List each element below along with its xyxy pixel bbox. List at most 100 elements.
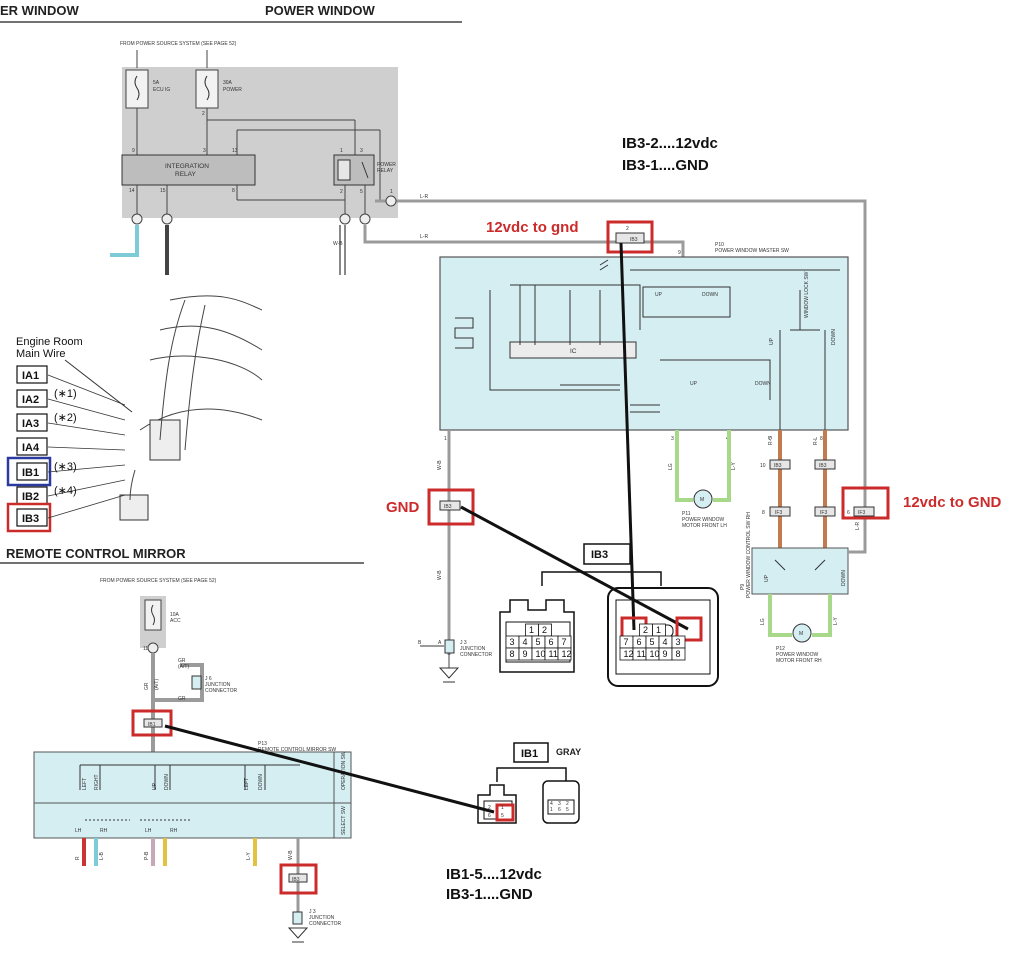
- svg-text:8: 8: [820, 436, 823, 442]
- svg-text:DOWN: DOWN: [755, 381, 771, 387]
- header-left: ER WINDOW: [0, 3, 79, 18]
- ib3-right-pin: 5: [650, 637, 655, 647]
- svg-text:J 3: J 3: [460, 640, 467, 646]
- motor-front-rh: M LG L-Y P12 POWER WINDOW MOTOR FRONT RH: [760, 594, 839, 664]
- svg-text:5A: 5A: [153, 80, 160, 86]
- svg-text:L-R: L-R: [420, 234, 428, 240]
- ib1-pin-a: 5: [501, 813, 504, 819]
- svg-text:13: 13: [232, 148, 238, 154]
- svg-text:UP: UP: [769, 337, 775, 345]
- svg-text:L-R: L-R: [855, 522, 861, 530]
- connector-label-ib1: IB1: [22, 467, 39, 479]
- pointer-gnd-to-connector: [460, 505, 689, 631]
- connector-label-ia3: IA3: [22, 418, 39, 430]
- svg-text:LH: LH: [145, 828, 152, 834]
- header-remote-mirror: REMOTE CONTROL MIRROR: [6, 546, 186, 561]
- ib1-pin-b: 2: [566, 801, 569, 807]
- svg-text:OPERATION SW: OPERATION SW: [341, 751, 347, 790]
- svg-text:W-B: W-B: [333, 241, 343, 247]
- svg-text:DOWN: DOWN: [831, 329, 837, 345]
- pin-highlight-ib1-5: [495, 803, 515, 822]
- svg-text:W-B: W-B: [437, 570, 443, 580]
- connector-label-ib3: IB3: [22, 513, 39, 525]
- connector-label-box: [16, 413, 48, 432]
- svg-text:RELAY: RELAY: [377, 168, 394, 174]
- connector-label-box: [16, 365, 48, 384]
- callout-gnd: GND: [386, 499, 420, 516]
- svg-text:IF3: IF3: [858, 510, 865, 516]
- svg-text:3: 3: [671, 436, 674, 442]
- svg-text:2: 2: [202, 111, 205, 117]
- ib1-pin-b: 3: [558, 801, 561, 807]
- ib3-right-pin: 4: [663, 637, 668, 647]
- svg-text:POWER WINDOW: POWER WINDOW: [682, 517, 724, 523]
- svg-text:8: 8: [762, 510, 765, 516]
- motor-lh-symbol: [693, 489, 713, 509]
- svg-text:8: 8: [232, 188, 235, 194]
- integration-relay: [121, 154, 256, 186]
- svg-text:(A/T): (A/T): [178, 664, 189, 670]
- ib1-pin-a: 6: [488, 813, 491, 819]
- svg-text:(A/T): (A/T): [154, 679, 160, 690]
- ib3-right-pin: 1: [656, 625, 661, 635]
- svg-text:W-B: W-B: [437, 460, 443, 470]
- ib3-right-pin: 12: [624, 649, 634, 659]
- rh-wiring: IB3 IB3 IF3 IF3 10 8 R-G R-L L-R: [760, 430, 861, 548]
- callout-12vdc-to-gnd: 12vdc to gnd: [486, 219, 579, 236]
- svg-text:7: 7: [768, 436, 771, 442]
- callout-box-gnd: [427, 488, 475, 526]
- svg-text:L-Y: L-Y: [731, 462, 737, 470]
- svg-text:POWER: POWER: [377, 162, 396, 168]
- svg-text:UP: UP: [764, 574, 770, 582]
- ic-block: [509, 341, 637, 359]
- svg-text:1: 1: [444, 436, 447, 442]
- power-window-control-sw-rh: P9 POWER WINDOW CONTROL SW RH UP DOWN: [740, 512, 867, 620]
- svg-text:B: B: [418, 640, 422, 646]
- fuse-power: [195, 69, 219, 109]
- ib3-left-cell: [557, 647, 572, 661]
- svg-text:9: 9: [132, 148, 135, 154]
- ib3-left-pin: 11: [549, 649, 558, 659]
- svg-text:L-Y: L-Y: [833, 617, 839, 625]
- svg-text:IB3: IB3: [819, 463, 827, 469]
- svg-text:FROM POWER SOURCE SYSTEM (SEE: FROM POWER SOURCE SYSTEM (SEE PAGE 52): [100, 578, 217, 584]
- ib1-pin-a: 1: [501, 805, 504, 811]
- svg-text:L-Y: L-Y: [246, 852, 252, 860]
- svg-text:P10: P10: [715, 242, 724, 248]
- svg-text:RIGHT: RIGHT: [94, 774, 100, 790]
- svg-text:MOTOR FRONT LH: MOTOR FRONT LH: [682, 523, 727, 529]
- pointer-ib1-to-connector: [164, 724, 495, 814]
- connector-leader: [47, 422, 126, 436]
- svg-text:DOWN: DOWN: [841, 570, 847, 586]
- svg-text:M: M: [700, 497, 704, 503]
- ib1-color: GRAY: [556, 747, 581, 757]
- wire-cyan: [110, 225, 139, 257]
- ib1-pin-a: 2: [488, 805, 491, 811]
- remote-mirror-circuit: FROM POWER SOURCE SYSTEM (SEE PAGE 52) 1…: [100, 578, 238, 752]
- svg-text:SELECT SW: SELECT SW: [341, 806, 347, 835]
- svg-text:3: 3: [203, 148, 206, 154]
- mirror-output-wires: R L-B P-B L-Y W-B IB3 J 3 JUNCTION CONNE…: [75, 838, 342, 943]
- svg-text:R: R: [75, 856, 81, 860]
- power-source-panel: FROM POWER SOURCE SYSTEM (SEE PAGE 52) 5…: [110, 41, 398, 275]
- note-ib3-1: IB3-1....GND: [622, 157, 709, 174]
- ib1-pin-b: 6: [558, 807, 561, 813]
- svg-text:JUNCTION: JUNCTION: [309, 915, 335, 921]
- svg-text:JUNCTION: JUNCTION: [205, 682, 231, 688]
- svg-text:L-R: L-R: [420, 194, 428, 200]
- svg-text:J 3: J 3: [309, 909, 316, 915]
- svg-text:IB3: IB3: [630, 237, 638, 243]
- svg-text:IC: IC: [570, 348, 577, 355]
- svg-text:LG: LG: [668, 463, 674, 470]
- note-ib3-1-bottom: IB3-1....GND: [446, 886, 533, 903]
- connector-leader: [47, 398, 126, 421]
- svg-text:ACC: ACC: [170, 618, 181, 624]
- ib1-connector-title: IB1: [521, 748, 538, 760]
- connector-note: (∗1): [54, 388, 77, 400]
- svg-text:30A: 30A: [223, 80, 233, 86]
- ib3-left-pin: 8: [510, 649, 515, 659]
- svg-text:DOWN: DOWN: [702, 292, 718, 298]
- svg-text:RH: RH: [100, 828, 108, 834]
- svg-text:LG: LG: [760, 618, 766, 625]
